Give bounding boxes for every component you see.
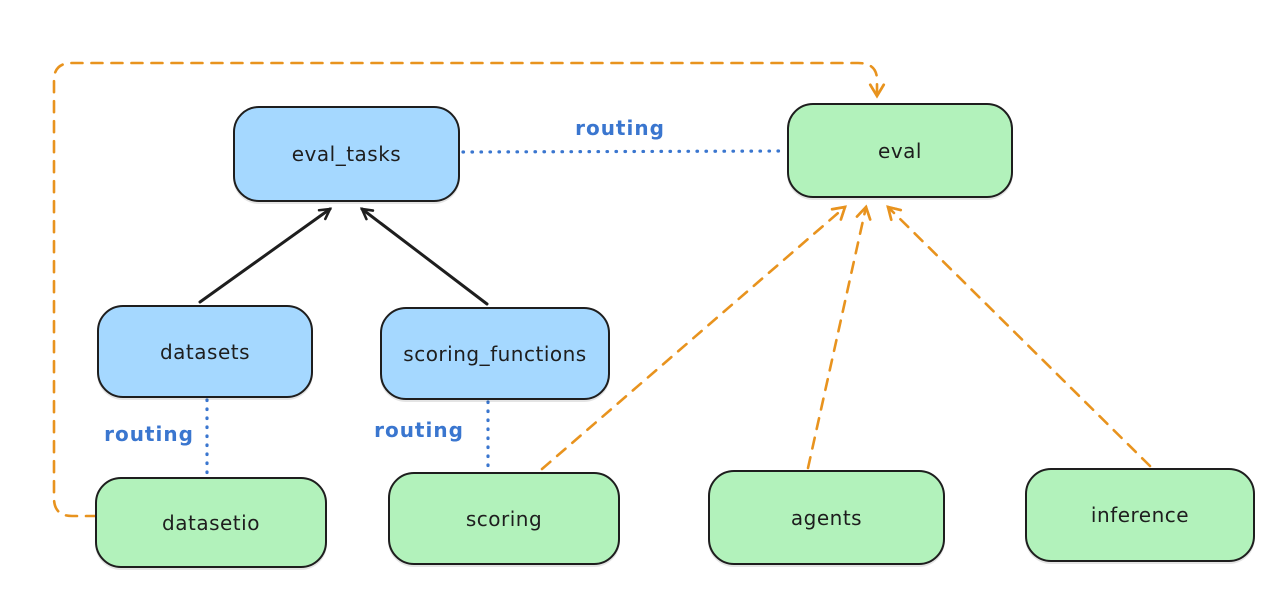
edge-agents-to-eval	[806, 204, 872, 470]
node-agents: agents	[708, 470, 945, 565]
node-scoring-functions-label: scoring_functions	[403, 341, 587, 366]
edge-datasetio-to-eval	[52, 61, 886, 518]
edge-scoring-to-eval	[540, 205, 847, 471]
node-inference-label: inference	[1090, 503, 1190, 527]
edge-eval-tasks-to-eval-routing	[461, 149, 788, 154]
routing-label-eval-tasks-eval: routing	[575, 116, 665, 140]
node-agents-label: agents	[790, 505, 863, 530]
node-datasets-label: datasets	[159, 339, 251, 364]
edge-inference-to-eval	[886, 205, 1152, 468]
routing-label-datasets-datasetio: routing	[104, 422, 194, 446]
node-eval: eval	[787, 103, 1013, 198]
node-datasetio-label: datasetio	[162, 510, 260, 535]
node-datasets: datasets	[97, 305, 313, 398]
node-datasetio: datasetio	[95, 477, 327, 568]
node-scoring-functions: scoring_functions	[380, 307, 610, 400]
node-scoring-label: scoring	[465, 506, 543, 531]
edge-scoring-functions-to-eval-tasks	[359, 207, 489, 306]
edge-datasets-to-eval-tasks	[198, 207, 333, 304]
routing-label-scoring-functions-scoring: routing	[374, 418, 464, 442]
node-scoring: scoring	[388, 472, 620, 565]
node-inference: inference	[1025, 468, 1255, 562]
node-eval-tasks: eval_tasks	[233, 106, 460, 202]
node-eval-label: eval	[878, 138, 922, 163]
node-eval-tasks-label: eval_tasks	[291, 142, 402, 166]
